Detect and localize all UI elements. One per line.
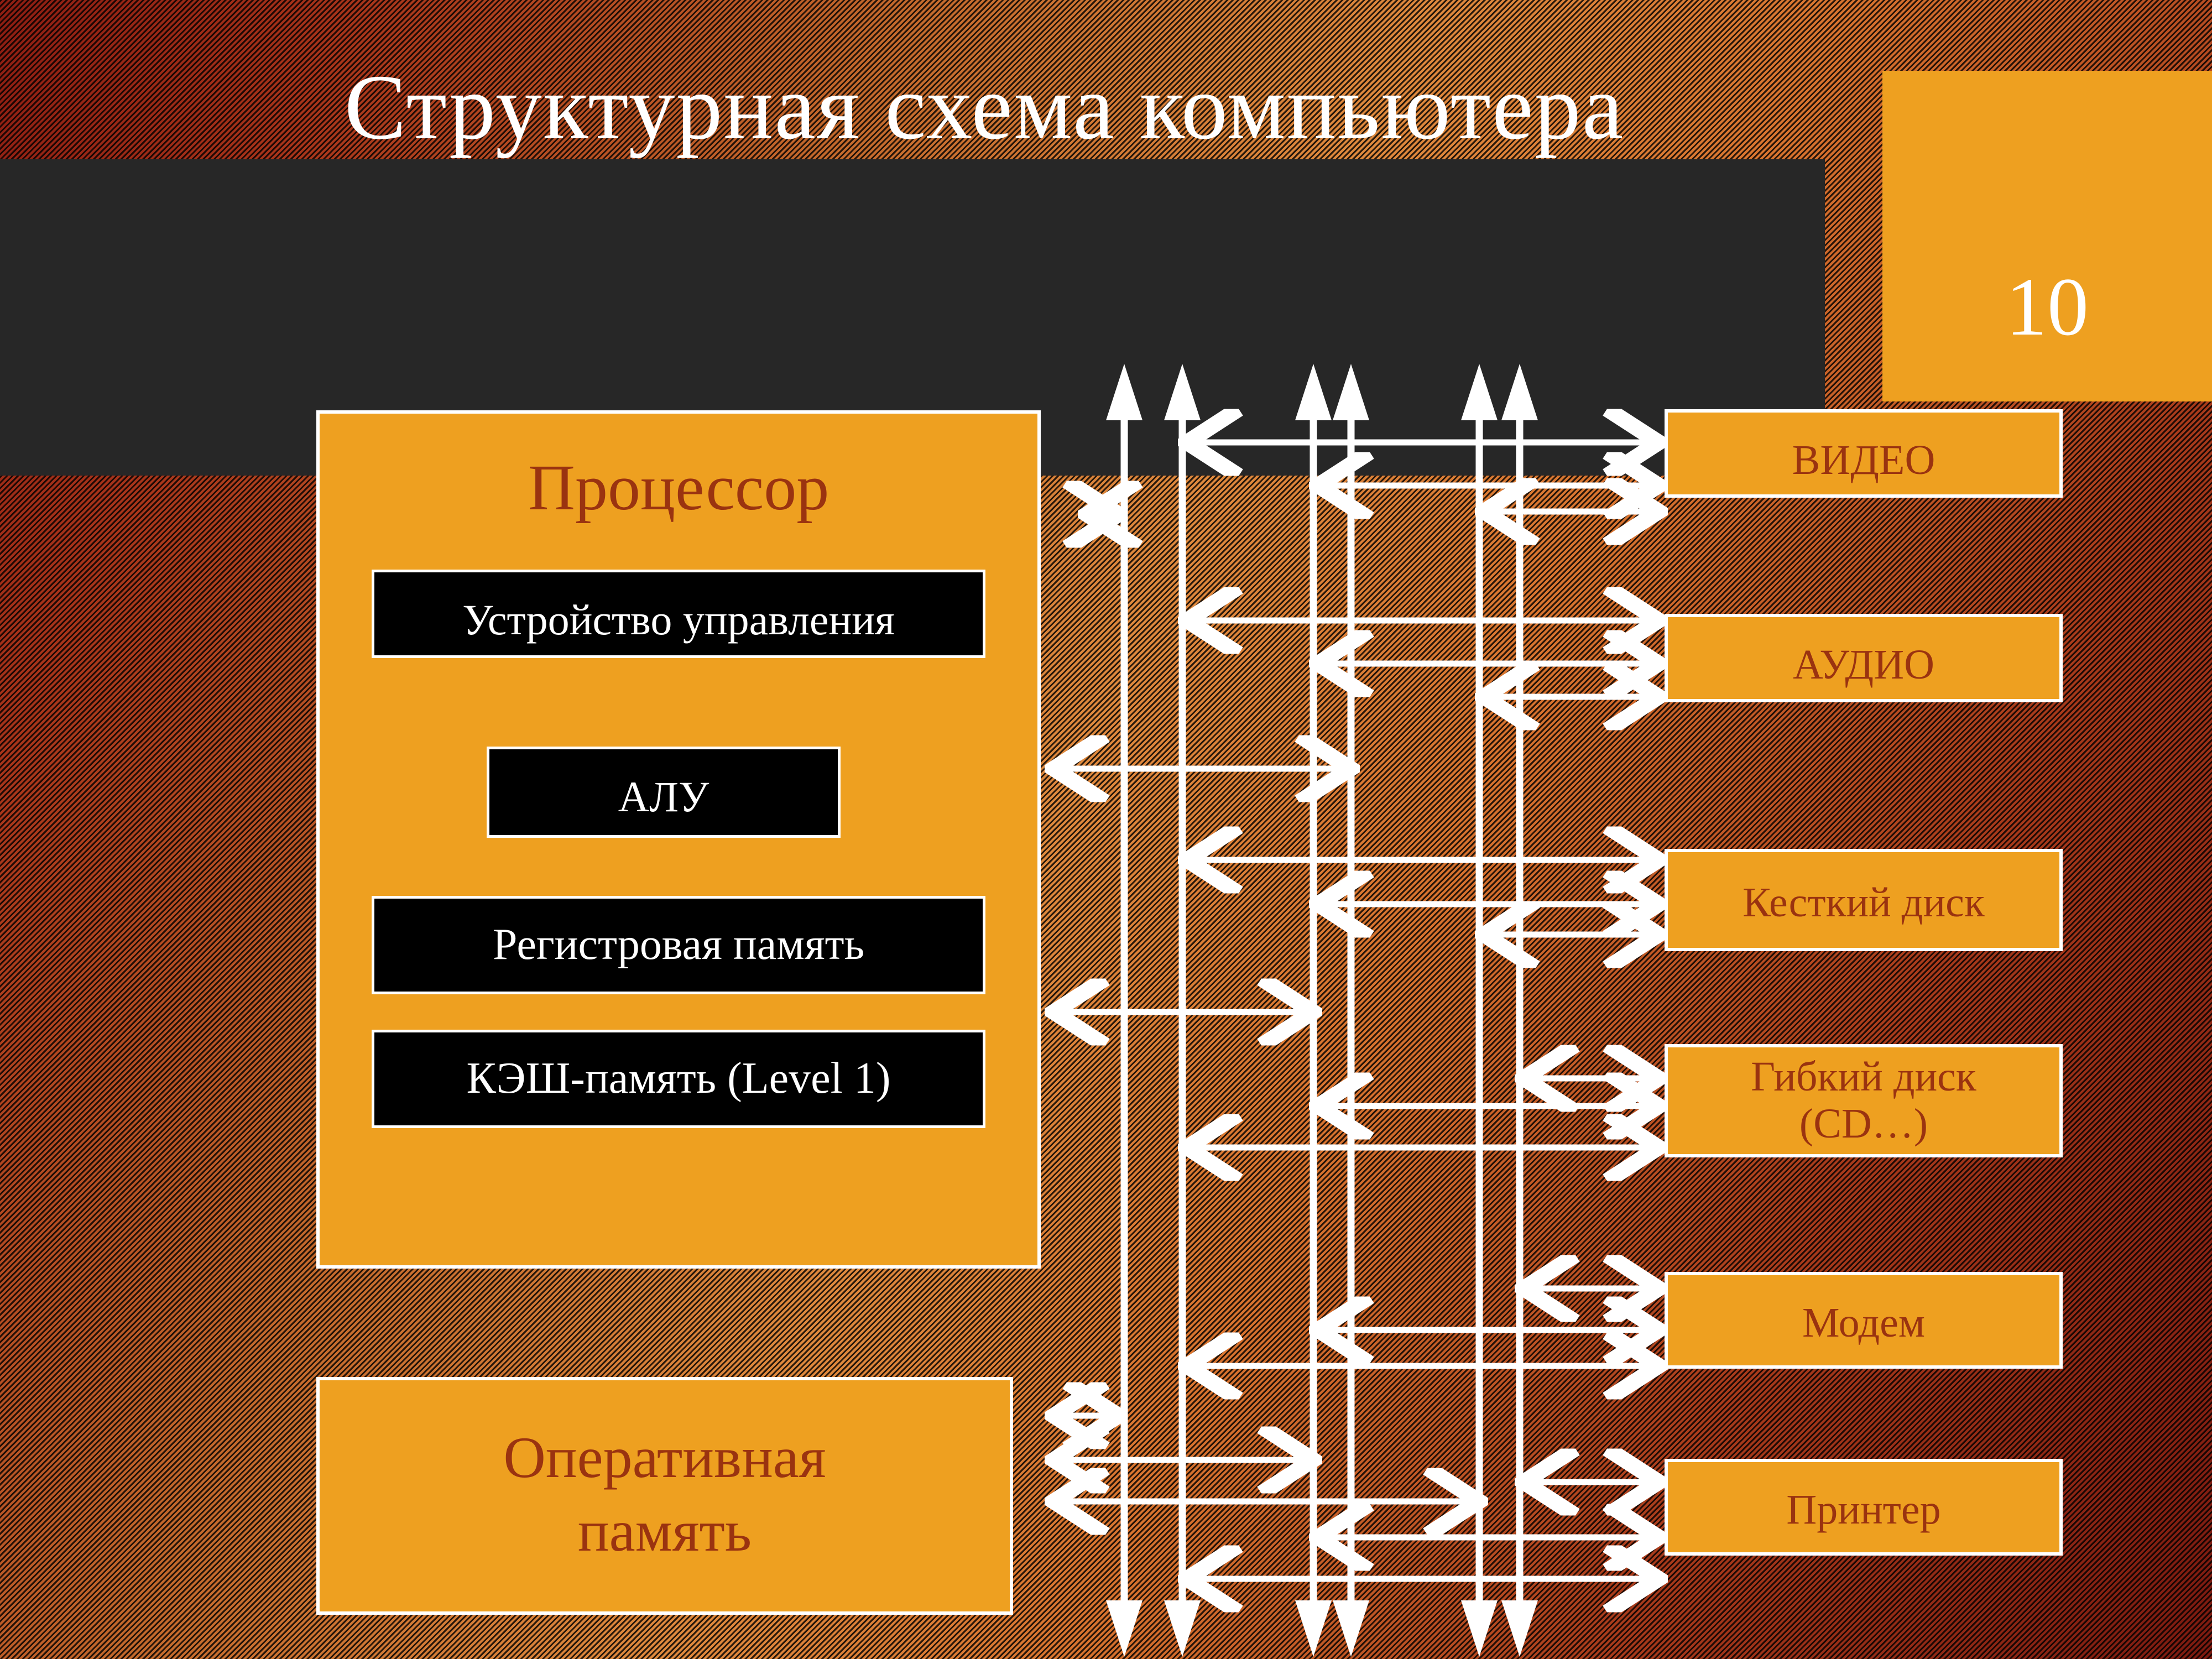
device-box-audio[interactable]: [1665, 614, 2063, 702]
device-label-modem: Модем: [1802, 1300, 1925, 1346]
ram-panel[interactable]: [316, 1377, 1013, 1615]
device-label-floppy-disk-line1: Гибкий диск: [1751, 1053, 1976, 1100]
alu-box[interactable]: [487, 747, 841, 838]
cache-memory-box[interactable]: [372, 1030, 985, 1128]
slide-title: Структурная схема компьютера: [344, 56, 1625, 159]
device-label-video: ВИДЕО: [1792, 437, 1936, 483]
alu-label: АЛУ: [618, 773, 709, 821]
control-unit-box[interactable]: [372, 570, 985, 658]
device-label-floppy-disk: Гибкий диск (CD…): [1637, 1053, 2090, 1147]
device-label-floppy-disk-line2: (CD…): [1799, 1100, 1928, 1147]
device-label-printer: Принтер: [1786, 1486, 1941, 1533]
device-box-modem[interactable]: [1665, 1272, 2063, 1369]
device-label-audio: АУДИО: [1793, 641, 1934, 688]
page-number: 10: [2006, 261, 2089, 353]
ram-label-line2: память: [577, 1498, 752, 1563]
processor-title: Процессор: [528, 451, 830, 524]
device-box-hard-disk[interactable]: [1665, 849, 2063, 951]
device-box-floppy-disk[interactable]: [1665, 1044, 2063, 1157]
control-unit-label: Устройство управления: [462, 596, 895, 644]
register-memory-label: Регистровая память: [492, 920, 865, 969]
processor-panel[interactable]: [316, 410, 1041, 1269]
device-label-hard-disk: Кесткий диск: [1743, 879, 1985, 926]
device-box-video[interactable]: [1665, 409, 2063, 498]
page-number-panel: [1882, 71, 2212, 401]
ram-label: Оперативная память: [316, 1421, 1013, 1568]
register-memory-box[interactable]: [372, 896, 985, 994]
device-box-printer[interactable]: [1665, 1459, 2063, 1556]
ram-label-line1: Оперативная: [503, 1425, 826, 1490]
cache-memory-label: КЭШ-память (Level 1): [466, 1054, 891, 1103]
